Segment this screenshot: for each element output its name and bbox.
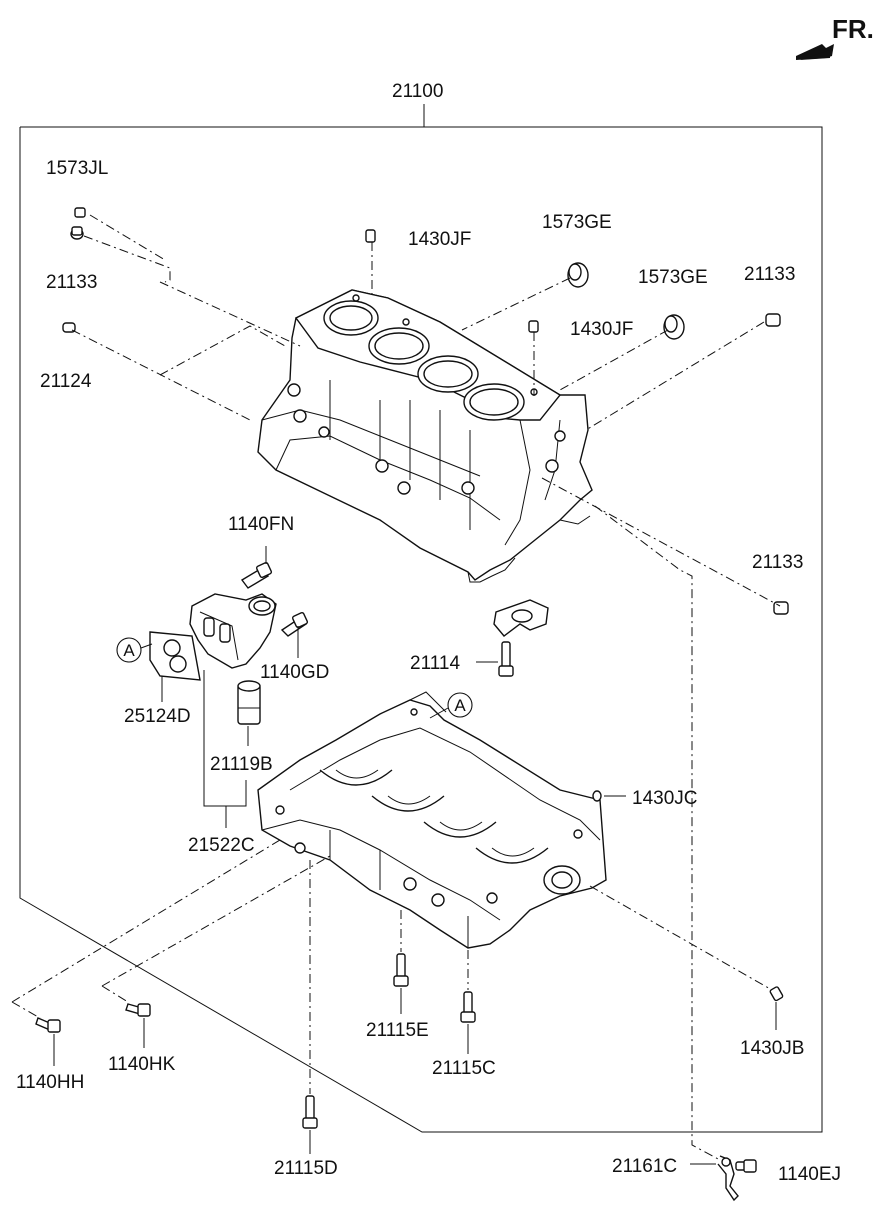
label-1140hk: 1140HK: [108, 1054, 176, 1075]
label-1430jf-a: 1430JF: [408, 229, 471, 250]
bolt-1140gd: [280, 611, 309, 637]
bolt-1140fn: [240, 561, 273, 589]
label-21114: 21114: [410, 653, 460, 674]
label-21115e: 21115E: [366, 1020, 429, 1041]
svg-text:A: A: [454, 696, 466, 715]
label-21115c: 21115C: [432, 1058, 496, 1079]
pin-1430jc: [592, 790, 602, 802]
label-1573jl: 1573JL: [46, 158, 108, 179]
label-1430jb: 1430JB: [740, 1038, 804, 1059]
label-1140gd: 1140GD: [260, 662, 329, 683]
bolt-21115d: [302, 1095, 318, 1129]
bed-plate: [257, 691, 607, 949]
label-1430jf-b: 1430JF: [570, 319, 633, 340]
pin-1430jf-b: [528, 320, 539, 333]
direction-label: FR.: [832, 14, 874, 44]
callout-a-right: A: [447, 692, 473, 718]
label-1573ge-b: 1573GE: [638, 267, 708, 288]
bolt-21114: [498, 641, 514, 677]
cap-1573ge-b: [663, 314, 685, 340]
bolt-1140hh: [35, 1017, 61, 1033]
label-21119b: 21119B: [210, 754, 273, 775]
label-21100: 21100: [392, 81, 443, 102]
label-1573ge-a: 1573GE: [542, 212, 612, 233]
label-21133-a: 21133: [46, 272, 97, 293]
bearing-cap-21114: [493, 599, 549, 637]
label-21522c: 21522C: [188, 835, 255, 856]
label-21161c: 21161C: [612, 1156, 677, 1177]
forward-arrow-icon: [796, 44, 834, 60]
plug-21133-left: [70, 226, 84, 240]
bolt-1140hk: [125, 1003, 151, 1017]
cylinder-block: [257, 289, 593, 583]
label-1140hh: 1140HH: [16, 1072, 84, 1093]
pin-1430jb: [769, 986, 784, 1002]
bracket-21161c: [717, 1155, 739, 1202]
bolt-1140ej: [735, 1159, 757, 1173]
cap-1573ge-a: [567, 262, 589, 288]
callout-a-left: A: [116, 637, 142, 663]
assembly-frame: [19, 104, 823, 1133]
label-21133-b: 21133: [744, 264, 795, 285]
label-1140ej: 1140EJ: [778, 1164, 841, 1185]
plug-21133-right-upper: [765, 313, 781, 327]
pin-1430jf-a: [365, 229, 376, 243]
plug-1573jl: [74, 207, 86, 218]
filter-21119b: [237, 680, 261, 725]
label-21124: 21124: [40, 371, 92, 392]
label-1430jc: 1430JC: [632, 788, 698, 809]
label-21115d: 21115D: [274, 1158, 338, 1179]
label-1140fn: 1140FN: [228, 514, 294, 535]
svg-text:A: A: [123, 641, 135, 660]
bolt-21115c: [460, 991, 476, 1023]
dowel-21124: [62, 322, 76, 333]
housing-21522c: [189, 593, 277, 669]
label-21133-c: 21133: [752, 552, 803, 573]
bolt-21115e: [393, 953, 409, 987]
plug-21133-right-lower: [773, 601, 789, 615]
gasket-25124d: [149, 631, 201, 681]
label-25124d: 25124D: [124, 706, 191, 727]
